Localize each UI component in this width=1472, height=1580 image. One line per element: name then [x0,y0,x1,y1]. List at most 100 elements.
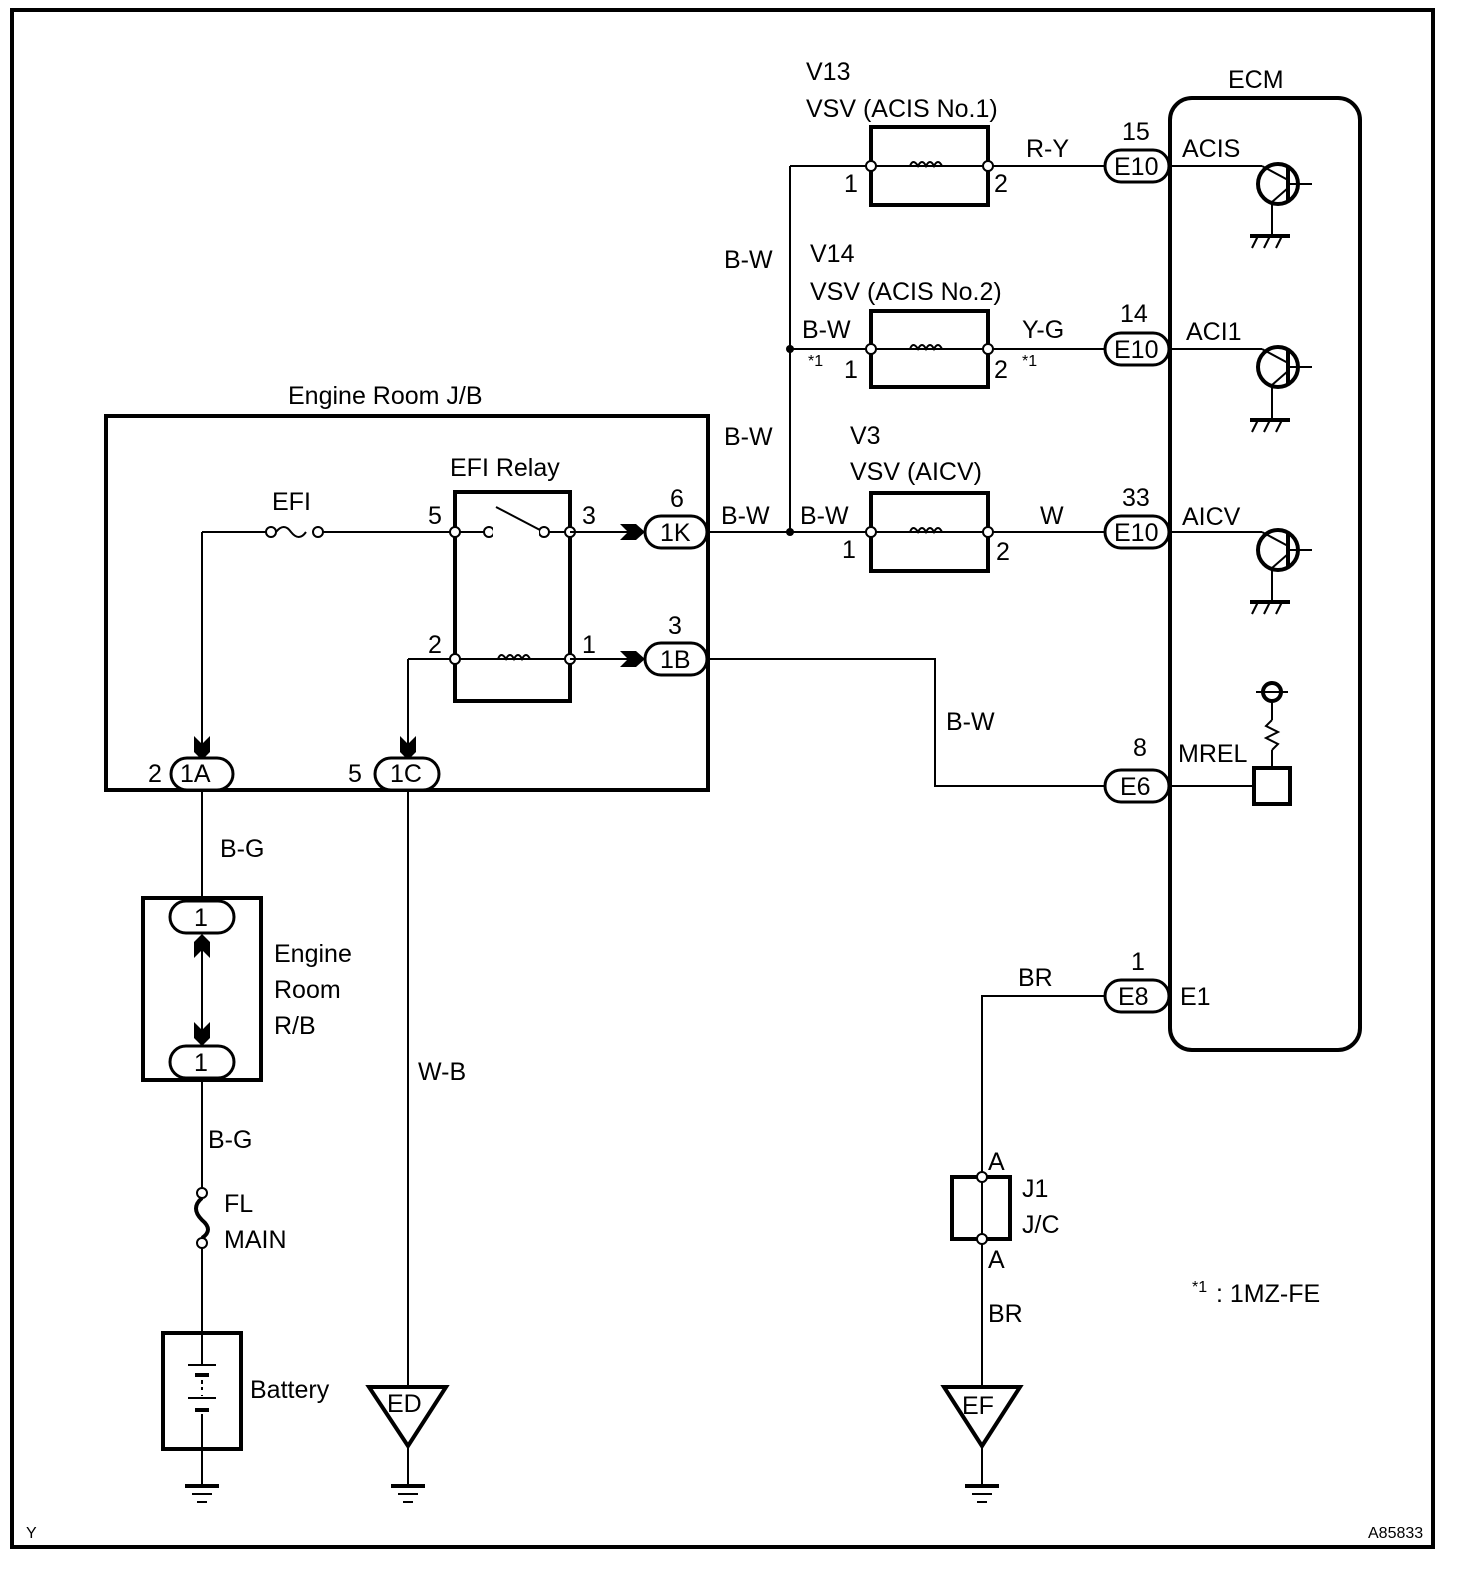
label: VSV (AICV) [850,458,982,486]
line-art [982,526,994,538]
line-art [1275,419,1283,433]
label: B-G [208,1126,252,1154]
driver-block-icon [1252,766,1292,806]
label: 5 [428,502,442,530]
line-art [168,1044,236,1080]
ecm-title: ECM [1228,66,1284,94]
line-art [865,343,877,355]
label: 2 [428,631,442,659]
line-art [865,526,877,538]
label: 1 [842,536,856,564]
line-art [976,1171,988,1183]
footnote-mark: *1 [1192,1279,1207,1296]
label: E10 [1114,336,1158,364]
label: 5 [348,760,362,788]
line-art [196,1187,208,1199]
solenoid-coil-icon [909,527,943,535]
label: *1 [808,353,823,370]
label: 3 [668,612,682,640]
connector-arrow-icon [400,736,416,760]
label: 1B [660,646,691,674]
line-art [707,658,1105,787]
label: 2 [148,760,162,788]
line-art [1271,370,1289,386]
label: V3 [850,422,881,450]
label: 1 [582,631,596,659]
line-art [1275,235,1283,249]
label: B-W [802,316,851,344]
connector-arrow-icon [620,651,645,667]
line-art [865,160,877,172]
ecm-driver-aci1 [1170,345,1312,433]
label: E10 [1114,153,1158,181]
line-art [1261,531,1289,547]
label: *1 [1022,353,1037,370]
label: E10 [1114,519,1158,547]
label: Y-G [1022,316,1064,344]
diagram-frame [10,8,1435,1549]
line-art [1251,235,1259,249]
ecm-terminal-aicv: 33 E10 AICV [1103,484,1241,550]
label: VSV (ACIS No.2) [810,278,1002,306]
power-chain: B-G 1 1 Engine Room R/B B-G FL MAIN Batt… [141,790,352,1503]
splice-dot [786,345,794,353]
label: FL [224,1190,253,1218]
label: R-Y [1026,135,1069,163]
label: E8 [1118,983,1149,1011]
label: 1K [660,519,691,547]
label: 2 [994,170,1008,198]
line-art [1263,419,1271,433]
vsv-v13: V13 VSV (ACIS No.1) 1 2 R-Y [790,58,1105,207]
label: ACIS [1182,135,1240,163]
solenoid-coil-icon [909,161,943,169]
label: E1 [1180,983,1211,1011]
connector-arrow-icon [620,524,645,540]
line-art [1275,601,1283,615]
label: B-W [724,246,773,274]
label: MREL [1178,740,1248,768]
fuse-icon [275,526,307,538]
label: A [988,1148,1005,1176]
solenoid-coil-icon [909,344,943,352]
label: 1 [844,356,858,384]
label: EFI Relay [450,454,560,482]
label: B-G [220,835,264,863]
bw-bus: B-W B-W B-W [721,166,794,536]
line-art [1263,601,1271,615]
engine-room-jb: Engine Room J/B EFI EFI Relay 5 3 2 1 1K [104,382,710,792]
label: 2 [994,356,1008,384]
battery-box [161,1331,243,1451]
mrel-wire: B-W [707,658,1105,787]
label: AICV [1182,503,1241,531]
efi-fuse-label: EFI [272,488,311,516]
relay-switch-icon [495,506,541,531]
label: 1 [1131,948,1145,976]
resistor-icon [1263,719,1281,751]
label: Battery [250,1376,330,1404]
ecm-driver-mrel [1170,681,1292,806]
line-art [1271,553,1289,569]
line-art [312,526,324,538]
label: 1C [390,760,422,788]
label: 2 [996,538,1010,566]
label: R/B [274,1012,316,1040]
label: V13 [806,58,850,86]
splice-dot [786,528,794,536]
ecm-driver-aicv [1170,528,1312,615]
line-art [196,1237,208,1249]
label: E6 [1120,773,1151,801]
line-art [982,343,994,355]
ecm-driver-acis [1170,162,1312,249]
line-art [168,899,236,935]
label: 1A [180,760,211,788]
ecm-box [1168,96,1362,1052]
corner-mark: Y [26,1525,37,1542]
line-art [538,526,550,538]
label: 14 [1120,300,1148,328]
line-art [976,1233,988,1245]
label: VSV (ACIS No.1) [806,95,998,123]
label: Room [274,976,341,1004]
label: ACI1 [1186,318,1242,346]
line-art [981,995,1105,1386]
